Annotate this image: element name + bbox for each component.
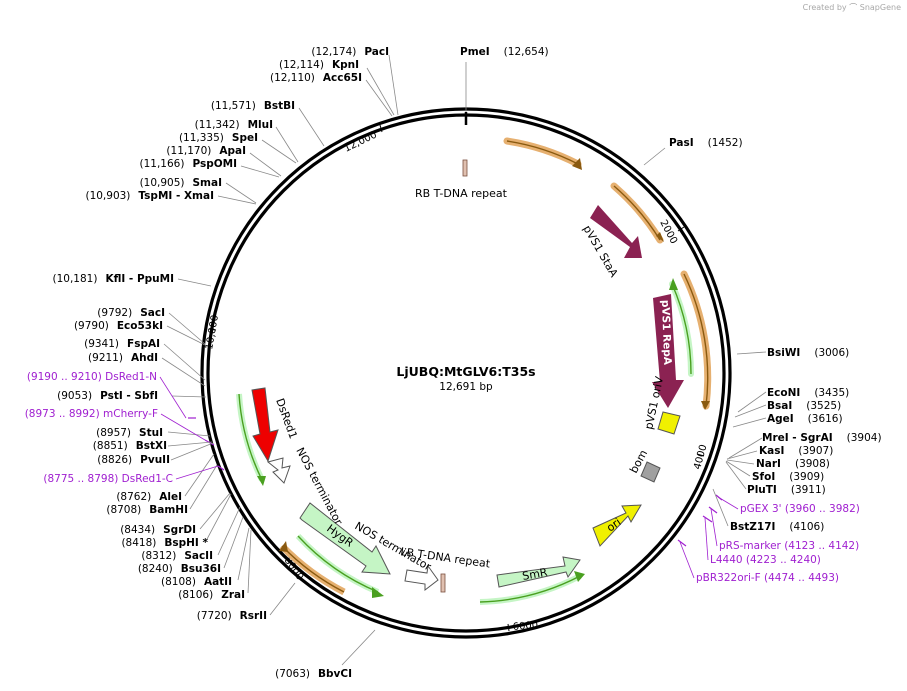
site-label[interactable]: AgeI(3616) xyxy=(767,413,843,425)
feature-arc-line xyxy=(671,283,692,375)
site-label[interactable]: MreI - SgrAI(3904) xyxy=(762,432,882,444)
site-label[interactable]: (8418)BspHI * xyxy=(121,537,208,549)
site-label[interactable]: (7720)RsrII xyxy=(197,610,267,622)
site-label[interactable]: PluTI(3911) xyxy=(747,484,826,496)
feature-rb-tdna xyxy=(462,159,468,177)
site-label[interactable]: (12,110)Acc65I xyxy=(270,72,362,84)
site-label[interactable]: (12,174)PacI xyxy=(311,46,389,58)
feature-bom xyxy=(640,461,661,483)
site-label[interactable]: (8708)BamHI xyxy=(106,504,188,516)
primer-labels: (9190 .. 9210) DsRed1-N (8973 .. 8992) m… xyxy=(25,371,860,584)
feature-arc xyxy=(503,137,582,168)
feature-label: RB T-DNA repeat xyxy=(415,187,508,200)
feature-nos-terminator xyxy=(266,457,291,484)
site-label[interactable]: (11,342)MluI xyxy=(195,119,273,131)
site-label[interactable]: (7063)BbvCI xyxy=(275,668,352,680)
site-label[interactable]: (8240)Bsu36I xyxy=(138,563,221,575)
primer-label[interactable]: pBR322ori-F (4474 .. 4493) xyxy=(696,572,839,584)
plasmid-name: LjUBQ:MtGLV6:T35s xyxy=(396,364,535,379)
site-label[interactable]: (8762)AleI xyxy=(116,491,182,503)
site-label[interactable]: (8826)PvuII xyxy=(97,454,170,466)
site-label[interactable]: (11,571)BstBI xyxy=(211,100,295,112)
site-label[interactable]: (11,166)PspOMI xyxy=(140,158,238,170)
primer-label[interactable]: pRS-marker (4123 .. 4142) xyxy=(719,540,859,552)
site-label[interactable]: (10,181)KflI - PpuMI xyxy=(53,273,174,285)
primer-leaders xyxy=(159,376,739,579)
feature-nos-terminator xyxy=(404,564,439,592)
site-label[interactable]: (8434)SgrDI xyxy=(120,524,196,536)
restriction-sites-left: (12,174)PacI (12,114)KpnI (12,110)Acc65I… xyxy=(53,46,389,680)
snapgene-logo-icon: ⌒ xyxy=(849,3,858,12)
site-label[interactable]: (8106)ZraI xyxy=(178,589,245,601)
feature-label: pVS1 RepA xyxy=(659,300,673,366)
feature-pvs1-oriv xyxy=(657,411,681,435)
site-label[interactable]: (11,170)ApaI xyxy=(166,145,246,157)
site-label[interactable]: SfoI(3909) xyxy=(752,471,824,483)
feature-arc-line xyxy=(479,575,581,603)
primer-label[interactable]: (9190 .. 9210) DsRed1-N xyxy=(27,371,157,383)
feature-arc-line xyxy=(506,140,579,165)
feature-smr xyxy=(496,556,581,588)
feature-arc-line xyxy=(683,273,709,407)
primer-label[interactable]: L4440 (4223 .. 4240) xyxy=(710,554,821,566)
feature-hygr xyxy=(299,502,391,575)
arrow-head xyxy=(279,541,288,552)
site-label[interactable]: KasI(3907) xyxy=(759,445,833,457)
site-label[interactable]: (12,114)KpnI xyxy=(279,59,359,71)
ruler-label: 12,000 xyxy=(342,129,378,154)
primer-label[interactable]: (8973 .. 8992) mCherry-F xyxy=(25,408,158,420)
arrow-head xyxy=(257,476,266,486)
feature-pvs1-repa xyxy=(652,294,684,408)
site-label[interactable]: EcoNI(3435) xyxy=(767,387,849,399)
ruler-label: 6000 xyxy=(512,620,538,633)
site-label[interactable]: PasI(1452) xyxy=(669,137,743,149)
arrow-head xyxy=(656,232,664,242)
site-label[interactable]: PmeI(12,654) xyxy=(460,46,549,58)
site-label[interactable]: (8108)AatII xyxy=(161,576,232,588)
site-label[interactable]: BsiWI(3006) xyxy=(767,347,849,359)
feature-ori xyxy=(592,504,642,547)
arrow-head xyxy=(669,278,678,290)
site-label[interactable]: (9792)SacI xyxy=(97,307,165,319)
site-label[interactable]: (9211)AhdI xyxy=(88,352,158,364)
site-label[interactable]: (10,905)SmaI xyxy=(140,177,222,189)
site-label[interactable]: (9341)FspAI xyxy=(84,338,160,350)
arrow-head xyxy=(574,571,585,582)
site-label[interactable]: (10,903)TspMI - XmaI xyxy=(85,190,214,202)
feature-arc-line xyxy=(238,393,263,481)
site-label[interactable]: BstZ17I(4106) xyxy=(730,521,824,533)
feature-dsred1 xyxy=(251,387,279,463)
site-label[interactable]: (9790)Eco53kI xyxy=(74,320,163,332)
site-label[interactable]: (11,335)SpeI xyxy=(179,132,258,144)
site-label[interactable]: NarI(3908) xyxy=(756,458,830,470)
site-label[interactable]: (8312)SacII xyxy=(141,550,213,562)
site-label[interactable]: (8957)StuI xyxy=(96,427,163,439)
primer-label[interactable]: (8775 .. 8798) DsRed1-C xyxy=(43,473,173,485)
arrow-head xyxy=(372,587,384,598)
feature-pvs1-staa xyxy=(590,205,642,258)
leader-lines xyxy=(161,54,767,666)
restriction-sites: PmeI(12,654) PasI(1452) BsiWI(3006) EcoN… xyxy=(460,46,882,533)
site-label[interactable]: BsaI(3525) xyxy=(767,400,841,412)
feature-lb-tdna xyxy=(440,573,446,593)
site-label[interactable]: (8851)BstXI xyxy=(93,440,167,452)
primer-label[interactable]: pGEX 3' (3960 .. 3982) xyxy=(740,503,860,515)
arrow-head xyxy=(701,401,710,410)
credit-prefix: Created by xyxy=(802,3,847,12)
snapgene-credit: Created by ⌒ SnapGene xyxy=(803,2,901,13)
site-label[interactable]: (9053)PstI - SbfI xyxy=(57,390,158,402)
feature-label: SmR xyxy=(521,566,549,583)
feature-arc-line xyxy=(297,535,379,593)
arrow-head xyxy=(572,158,582,170)
credit-brand: SnapGene xyxy=(859,3,901,12)
plasmid-length: 12,691 bp xyxy=(439,381,493,393)
